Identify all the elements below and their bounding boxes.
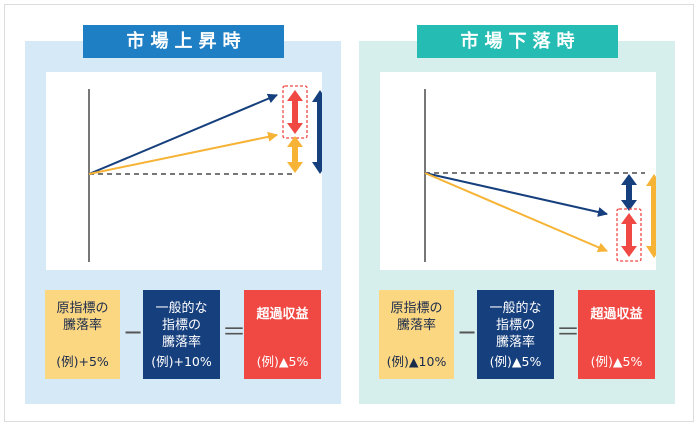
navy-double-arrow [312,90,322,174]
box-example: (例)+5% [56,354,109,369]
chart-rise [46,72,322,270]
chart-fall-svg [424,89,656,262]
excess-return-highlight [616,208,642,262]
yellow-line [424,172,608,253]
box-original-index-rate: 原指標の 騰落率 (例)▲10% [379,290,454,379]
panel-market-rise: 市場上昇時 原指標の 騰落率 (例)+5% − 一般的な [25,25,341,404]
box-original-index-rate: 原指標の 騰落率 (例)+5% [45,290,120,379]
panel-title-rise: 市場上昇時 [83,25,284,58]
yellow-double-arrow [287,136,303,173]
equals-operator: ＝ [556,318,580,346]
box-label-line: 一般的な [155,301,208,316]
red-double-arrow [621,213,637,257]
box-label-line: 指標の [495,318,535,333]
box-label-line: 原指標の [56,301,109,316]
box-label-line: 原指標の [390,301,443,316]
box-general-index-rate: 一般的な 指標の 騰落率 (例)▲5% [477,290,554,379]
box-label-line: 騰落率 [396,318,436,333]
box-example: (例)+10% [151,354,212,369]
red-double-arrow [287,90,303,134]
box-example: (例)▲5% [489,354,542,369]
box-example: (例)▲5% [590,354,643,369]
box-excess-return: 超過収益 (例)▲5% [578,290,655,379]
box-label-line: 騰落率 [62,318,102,333]
panel-title-fall: 市場下落時 [417,25,618,58]
box-general-index-rate: 一般的な 指標の 騰落率 (例)+10% [143,290,220,379]
box-label-line: 超過収益 [256,307,309,322]
navy-line [88,93,278,175]
navy-double-arrow [621,174,637,211]
yellow-line [88,131,278,175]
box-example: (例)▲5% [256,354,309,369]
box-example: (例)▲10% [386,354,447,369]
yellow-double-arrow [646,174,656,258]
excess-return-highlight [282,85,308,139]
navy-line [424,172,608,217]
box-label-line: 指標の [161,318,201,333]
minus-operator: − [457,318,478,346]
box-label-line: 一般的な [489,301,542,316]
equals-operator: ＝ [222,318,246,346]
panel-market-fall: 市場下落時 原指標の 騰落率 (例)▲10% − 一般的 [359,25,675,404]
chart-rise-svg [88,85,322,262]
box-label-line: 超過収益 [590,307,643,322]
box-label-line: 騰落率 [161,335,201,350]
chart-fall [380,72,656,270]
box-excess-return: 超過収益 (例)▲5% [244,290,321,379]
box-label-line: 騰落率 [495,335,535,350]
minus-operator: − [123,318,144,346]
